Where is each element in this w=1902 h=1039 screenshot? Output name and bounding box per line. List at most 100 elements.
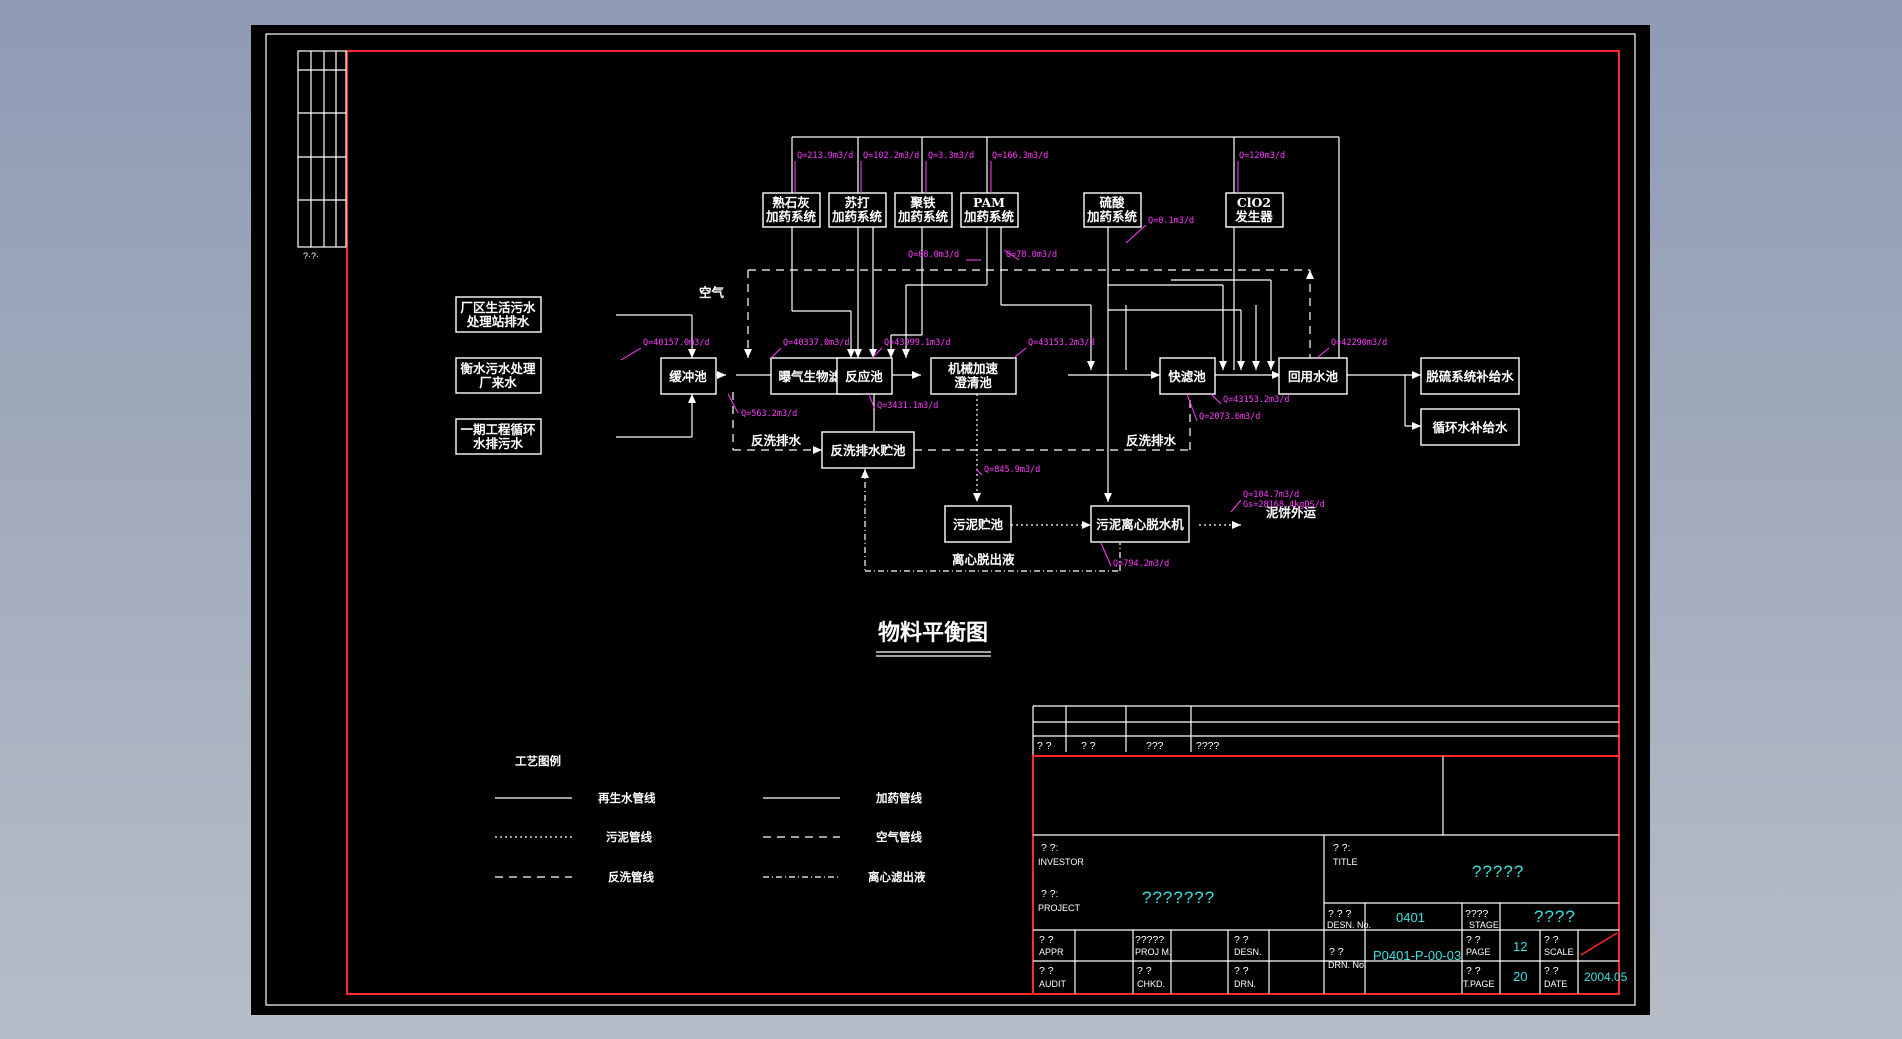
tb-desn-no-q: ? ? ?: [1328, 908, 1352, 920]
tb-appr: APPR: [1039, 947, 1064, 957]
unit-label: 反洗排水贮池: [830, 443, 906, 458]
inner-frame: [346, 50, 1620, 995]
flow-label: Q=2073.6m3/d: [1199, 412, 1260, 422]
flow-label: Q=43999.1m3/d: [884, 338, 951, 348]
flow-label: Q=42290m3/d: [1331, 338, 1387, 348]
unit-rapid-filter: 快滤池: [1159, 357, 1216, 395]
flow-label: Q=0.1m3/d: [1148, 216, 1194, 226]
tb-projm-q: ?????: [1135, 934, 1164, 946]
legend-item: 离心滤出液: [868, 870, 926, 884]
tb-audit: AUDIT: [1039, 979, 1067, 989]
unit-domestic-wastewater: 厂区生活污水处理站排水: [455, 296, 542, 333]
tb-appr-q: ? ?: [1039, 934, 1054, 946]
unit-label: 熟石灰加药系统: [765, 195, 817, 224]
tb-date-q: ? ?: [1544, 965, 1559, 977]
unit-sludge-tank: 污泥贮池: [944, 505, 1012, 543]
tb-title-q: ? ?:: [1333, 842, 1351, 854]
backwash-label-1: 反洗排水: [751, 433, 802, 448]
unit-label: 缓冲池: [669, 369, 707, 384]
tb-desn-no: DESN. No.: [1327, 920, 1371, 930]
legend: 工艺图例 再生水管线 加药管线 污泥管线 空气管线 反洗管线 离心滤出液: [495, 754, 926, 884]
flow-label: Q=43153.2m3/d: [1028, 338, 1095, 348]
tb-scale: SCALE: [1544, 947, 1574, 957]
centrate-label: 离心脱出液: [952, 552, 1015, 567]
flow-label: Q=40157.0m3/d: [643, 338, 710, 348]
tb-projm: PROJ M.: [1135, 947, 1172, 957]
flow-label: Q=120m3/d: [1239, 151, 1285, 161]
unit-label: 厂区生活污水处理站排水: [460, 300, 536, 329]
tb-desn: DESN.: [1234, 947, 1262, 957]
air-label: 空气: [699, 285, 725, 300]
unit-acid-dosing: 硫酸加药系统: [1083, 192, 1142, 228]
tb-drn-q: ? ?: [1234, 965, 1249, 977]
legend-item: 污泥管线: [606, 830, 652, 844]
tb-investor: INVESTOR: [1038, 857, 1084, 867]
unit-label: 衡水污水处理厂来水: [460, 361, 536, 390]
tb-title-value: ?????: [1472, 862, 1524, 881]
unit-phase1-blowdown: 一期工程循环水排污水: [455, 418, 542, 455]
tb-page-q: ? ?: [1466, 934, 1481, 946]
flow-label: Q=43153.2m3/d: [1223, 395, 1290, 405]
unit-hengshui-wwtp: 衡水污水处理厂来水: [455, 357, 542, 394]
unit-ferric-dosing: 聚铁加药系统: [894, 192, 953, 228]
legend-item: 空气管线: [876, 830, 922, 844]
unit-reuse-tank: 回用水池: [1278, 357, 1348, 395]
pipes: [616, 136, 1421, 572]
process-units: 厂区生活污水处理站排水 衡水污水处理厂来水 一期工程循环水排污水 缓冲池 曝气生…: [455, 192, 1520, 543]
tb-tpage: T.PAGE: [1463, 979, 1494, 989]
tb-chkd: CHKD.: [1137, 979, 1165, 989]
flow-label: Q=104.7m3/d: [1243, 490, 1299, 500]
flow-label: Gs=28168.4kgDS/d: [1243, 500, 1325, 510]
flow-label: Q=40337.0m3/d: [783, 338, 850, 348]
tb-r1: ????: [1196, 740, 1220, 752]
flow-label: Q=78.0m3/d: [1006, 250, 1057, 260]
tb-stage-q: ????: [1465, 908, 1489, 920]
unit-cooling-makeup: 循环水补给水: [1420, 408, 1520, 446]
tb-title: TITLE: [1333, 857, 1358, 867]
unit-desulfurization-makeup: 脱硫系统补给水: [1420, 357, 1520, 395]
unit-label: 一期工程循环水排污水: [460, 422, 536, 451]
legend-item: 加药管线: [875, 791, 922, 805]
drawing-sheet: ?·?· 物料平衡图 厂区生活污水处理站排水 衡水污: [251, 25, 1650, 1015]
flow-label: Q=3.3m3/d: [928, 151, 974, 161]
flow-label: Q=102.2m3/d: [863, 151, 919, 161]
tb-stage: STAGE: [1469, 920, 1499, 930]
flow-label: Q=3431.1m3/d: [877, 401, 938, 411]
tb-r1: ? ?: [1037, 740, 1052, 752]
flow-label: Q=166.3m3/d: [992, 151, 1048, 161]
tb-page-value: 12: [1513, 939, 1527, 954]
tb-project-q: ? ?:: [1041, 888, 1059, 900]
flow-label: Q=88.0m3/d: [908, 250, 959, 260]
tb-r1: ???: [1146, 740, 1164, 752]
unit-backwash-tank: 反洗排水贮池: [821, 431, 915, 469]
drawing-canvas: ?·?· 物料平衡图 厂区生活污水处理站排水 衡水污: [251, 25, 1650, 1015]
tb-drn-no-value: P0401-P-00-03: [1373, 948, 1461, 963]
unit-label: 苏打加药系统: [831, 195, 883, 224]
unit-soda-dosing: 苏打加药系统: [828, 192, 887, 228]
tb-desn-q: ? ?: [1234, 934, 1249, 946]
flow-label: Q=213.9m3/d: [797, 151, 853, 161]
tb-drn: DRN.: [1234, 979, 1256, 989]
flow-label: Q=845.9m3/d: [984, 465, 1040, 475]
outer-frame: [265, 33, 1636, 1006]
side-stamp-table: ?·?·: [297, 50, 347, 261]
cake-disposal-label: 泥饼外运: [1266, 505, 1317, 520]
unit-label: 硫酸加药系统: [1086, 195, 1138, 224]
tb-audit-q: ? ?: [1039, 965, 1054, 977]
tb-drn-no: DRN. No.: [1328, 960, 1367, 970]
unit-label: 反应池: [845, 369, 883, 384]
flow-label: Q=563.2m3/d: [741, 409, 797, 419]
tb-desn-no-value: 0401: [1396, 910, 1425, 925]
tb-scale-q: ? ?: [1544, 934, 1559, 946]
backwash-label-2: 反洗排水: [1126, 433, 1177, 448]
tb-project: PROJECT: [1038, 903, 1081, 913]
tb-drn-no-q: ? ?: [1329, 946, 1344, 958]
unit-lime-dosing: 熟石灰加药系统: [762, 192, 821, 228]
tb-date-value: 2004.05: [1584, 970, 1628, 984]
tb-date: DATE: [1544, 979, 1567, 989]
tb-tpage-q: ? ?: [1466, 965, 1481, 977]
